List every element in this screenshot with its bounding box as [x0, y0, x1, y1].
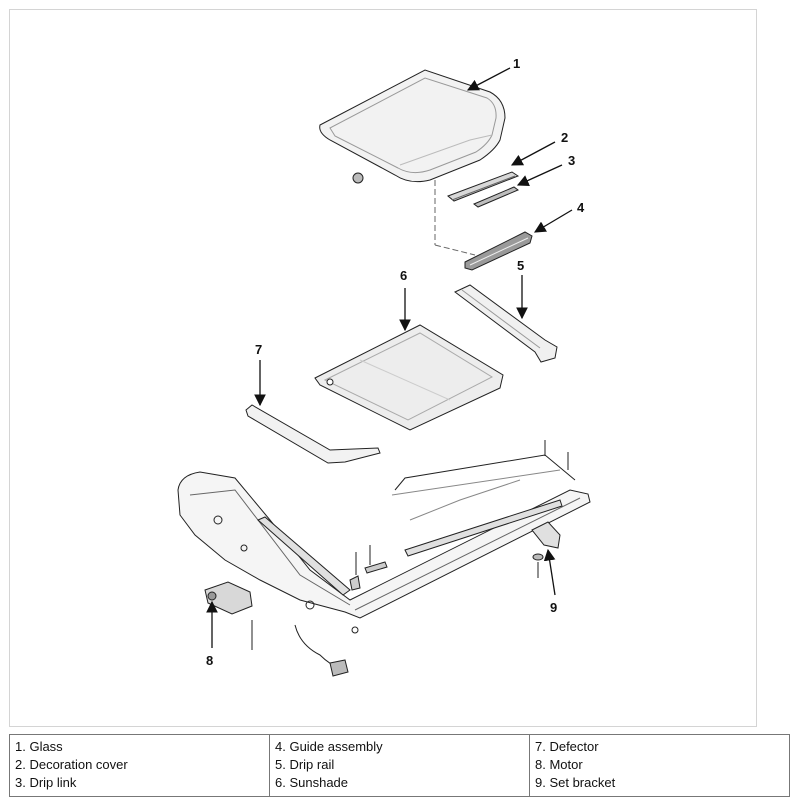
glass-part [319, 69, 506, 184]
drip-link-part [473, 186, 519, 208]
callout-3: 3 [568, 153, 575, 168]
sunshade-part [314, 324, 504, 431]
legend-column-3: 7. Defector 8. Motor 9. Set bracket [529, 734, 790, 797]
callout-6: 6 [400, 268, 407, 283]
callout-4: 4 [577, 200, 585, 215]
diagram-frame [9, 9, 757, 727]
legend-item: 6. Sunshade [275, 775, 349, 790]
leader-lines [206, 67, 573, 648]
legend-item: 4. Guide assembly [275, 739, 383, 754]
drip-rail-part [454, 284, 558, 363]
legend-item: 9. Set bracket [535, 775, 616, 790]
legend-item: 8. Motor [535, 757, 583, 772]
legend-item: 1. Glass [15, 739, 63, 754]
callout-9: 9 [550, 600, 557, 615]
guide-assembly-part [464, 231, 533, 271]
legend-item: 7. Defector [535, 739, 599, 754]
callout-8: 8 [206, 653, 213, 668]
legend-item: 3. Drip link [15, 775, 77, 790]
legend-row: 1. Glass 2. Decoration cover 3. Drip lin… [9, 734, 790, 797]
callout-5: 5 [517, 258, 524, 273]
parts-legend-table: 1. Glass 2. Decoration cover 3. Drip lin… [9, 734, 790, 797]
frame-assembly-part [177, 440, 591, 634]
callout-2: 2 [561, 130, 568, 145]
legend-item: 2. Decoration cover [15, 757, 128, 772]
legend-item: 5. Drip rail [275, 757, 335, 772]
callout-7: 7 [255, 342, 262, 357]
deflector-part [245, 404, 381, 464]
set-bracket-part [531, 521, 561, 578]
decoration-cover-part [447, 171, 520, 202]
callout-1: 1 [513, 56, 520, 71]
legend-column-2: 4. Guide assembly 5. Drip rail 6. Sunsha… [269, 734, 530, 797]
legend-column-1: 1. Glass 2. Decoration cover 3. Drip lin… [9, 734, 270, 797]
sunroof-exploded-diagram: 1 2 3 4 5 6 7 8 9 [177, 56, 591, 677]
